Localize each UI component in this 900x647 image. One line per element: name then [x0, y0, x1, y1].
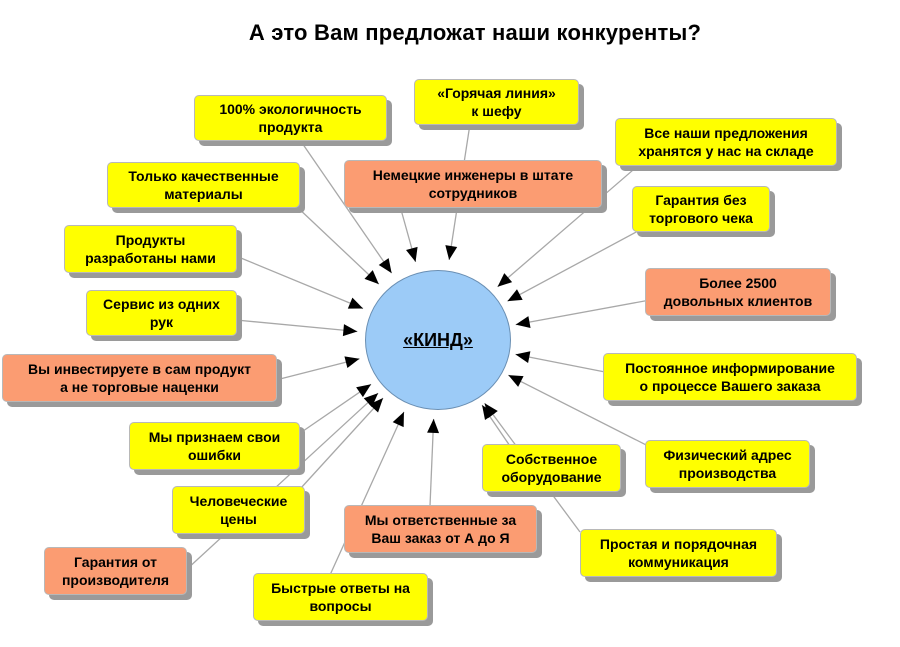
- box-eco-product: 100% экологичность продукта: [194, 95, 387, 141]
- arrowhead: [363, 393, 379, 408]
- arrowhead: [497, 273, 513, 287]
- arrowhead: [356, 384, 372, 398]
- box-own-products: Продукты разработаны нами: [64, 225, 237, 273]
- arrowhead: [406, 246, 418, 262]
- arrowhead: [364, 270, 379, 285]
- connector-line: [275, 358, 360, 381]
- arrowhead: [484, 403, 498, 419]
- box-order-responsibility: Мы ответственные за Ваш заказ от А до Я: [344, 505, 537, 553]
- connector-line: [235, 319, 358, 333]
- box-simple-communication: Простая и порядочная коммуникация: [580, 529, 777, 577]
- connector-line: [429, 418, 435, 507]
- connector-line: [289, 383, 372, 441]
- arrowhead: [515, 351, 531, 364]
- arrowhead: [378, 258, 392, 274]
- box-order-updates: Постоянное информирование о процессе Ваш…: [603, 353, 857, 401]
- box-satisfied-clients: Более 2500 довольных клиентов: [645, 268, 831, 316]
- arrowhead: [342, 324, 358, 337]
- center-circle: «КИНД»: [365, 270, 511, 410]
- connector-line: [515, 353, 606, 373]
- arrowhead: [445, 245, 458, 260]
- box-quick-answers: Быстрые ответы на вопросы: [253, 573, 428, 621]
- arrowhead: [507, 289, 523, 302]
- arrowhead: [344, 356, 360, 369]
- arrowhead: [427, 418, 440, 434]
- box-physical-address: Физический адрес производства: [645, 440, 810, 488]
- box-stock-in-warehouse: Все наши предложения хранятся у нас на с…: [615, 118, 837, 166]
- box-quality-materials: Только качественные материалы: [107, 162, 300, 208]
- box-one-stop-service: Сервис из одних рук: [86, 290, 237, 336]
- arrowhead: [369, 398, 384, 413]
- arrowhead: [392, 411, 404, 428]
- arrowhead: [508, 375, 524, 387]
- box-invest-in-product: Вы инвестируете в сам продукт а не торго…: [2, 354, 277, 402]
- box-warranty-no-receipt: Гарантия без торгового чека: [632, 186, 770, 232]
- arrowhead: [515, 316, 531, 328]
- connector-line: [508, 374, 661, 453]
- connector-line: [507, 229, 641, 302]
- box-own-equipment: Собственное оборудование: [482, 444, 621, 492]
- center-label: «КИНД»: [403, 329, 473, 350]
- connector-line: [515, 299, 651, 326]
- connector-line: [497, 163, 641, 288]
- connector-line: [295, 205, 380, 285]
- box-admit-mistakes: Мы признаем свои ошибки: [129, 422, 300, 470]
- connector-line: [235, 255, 364, 310]
- diagram-title: А это Вам предложат наши конкуренты?: [248, 20, 702, 45]
- connector-line: [289, 397, 384, 501]
- box-german-engineers: Немецкие инженеры в штате сотрудников: [344, 160, 602, 208]
- connector-line: [185, 392, 379, 571]
- box-human-prices: Человеческие цены: [172, 486, 305, 534]
- box-hotline-to-chief: «Горячая линия» к шефу: [414, 79, 579, 125]
- connector-line: [329, 411, 405, 576]
- arrowhead: [347, 297, 364, 309]
- box-manufacturer-warranty: Гарантия от производителя: [44, 547, 187, 595]
